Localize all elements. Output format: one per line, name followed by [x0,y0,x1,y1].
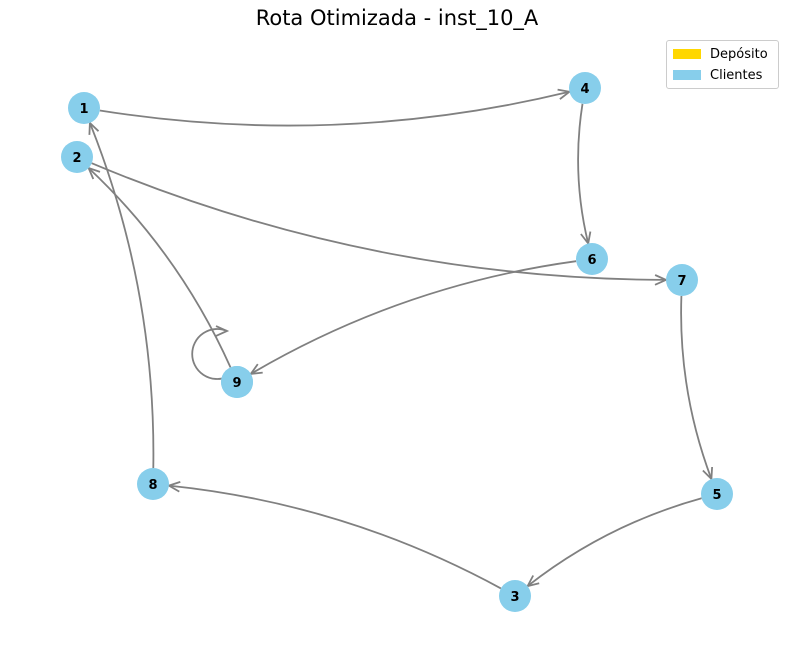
edge-7-5 [680,295,713,482]
node-9-circle [221,366,253,398]
node-6-label: 6 [587,253,596,268]
route-nodes: 0912345678 [61,72,733,612]
legend-item-depot: Depósito [673,46,768,62]
edge-0-0 [191,325,230,380]
edge-4-6 [577,103,592,246]
node-3-circle [499,580,531,612]
node-8: 8 [137,468,169,500]
edge-2-7 [91,162,669,286]
node-2-label: 2 [72,151,81,166]
node-3: 3 [499,580,531,612]
legend-item-clients: Clientes [673,67,762,83]
node-1-circle [68,92,100,124]
legend-swatch-depot [673,49,701,59]
node-5-circle [701,478,733,510]
node-8-circle [137,468,169,500]
node-3-label: 3 [510,590,519,605]
edge-5-3 [525,497,702,588]
edge-3-8 [166,481,502,590]
node-1-label: 1 [79,102,88,117]
route-edges [86,88,713,590]
node-7-circle [666,264,698,296]
node-6: 6 [576,243,608,275]
node-5: 5 [701,478,733,510]
node-8-label: 8 [148,478,157,493]
node-4-label: 4 [580,82,589,97]
node-6-circle [576,243,608,275]
node-7: 7 [666,264,698,296]
node-4-circle [569,72,601,104]
legend: Depósito Clientes [666,40,779,89]
node-7-label: 7 [677,274,686,289]
legend-swatch-clients [673,70,701,80]
legend-label-clients: Clientes [710,67,763,83]
node-5-label: 5 [712,488,721,503]
edge-9-2 [86,166,232,368]
legend-label-depot: Depósito [710,46,768,62]
node-2: 2 [61,141,93,173]
edge-1-4 [99,88,572,127]
edge-6-9 [248,260,577,376]
node-2-circle [61,141,93,173]
edge-8-1 [88,120,155,469]
node-4: 4 [569,72,601,104]
node-1: 1 [68,92,100,124]
node-9: 9 [221,366,253,398]
diagram-title: Rota Otimizada - inst_10_A [255,6,539,30]
node-9-label: 9 [232,376,241,391]
